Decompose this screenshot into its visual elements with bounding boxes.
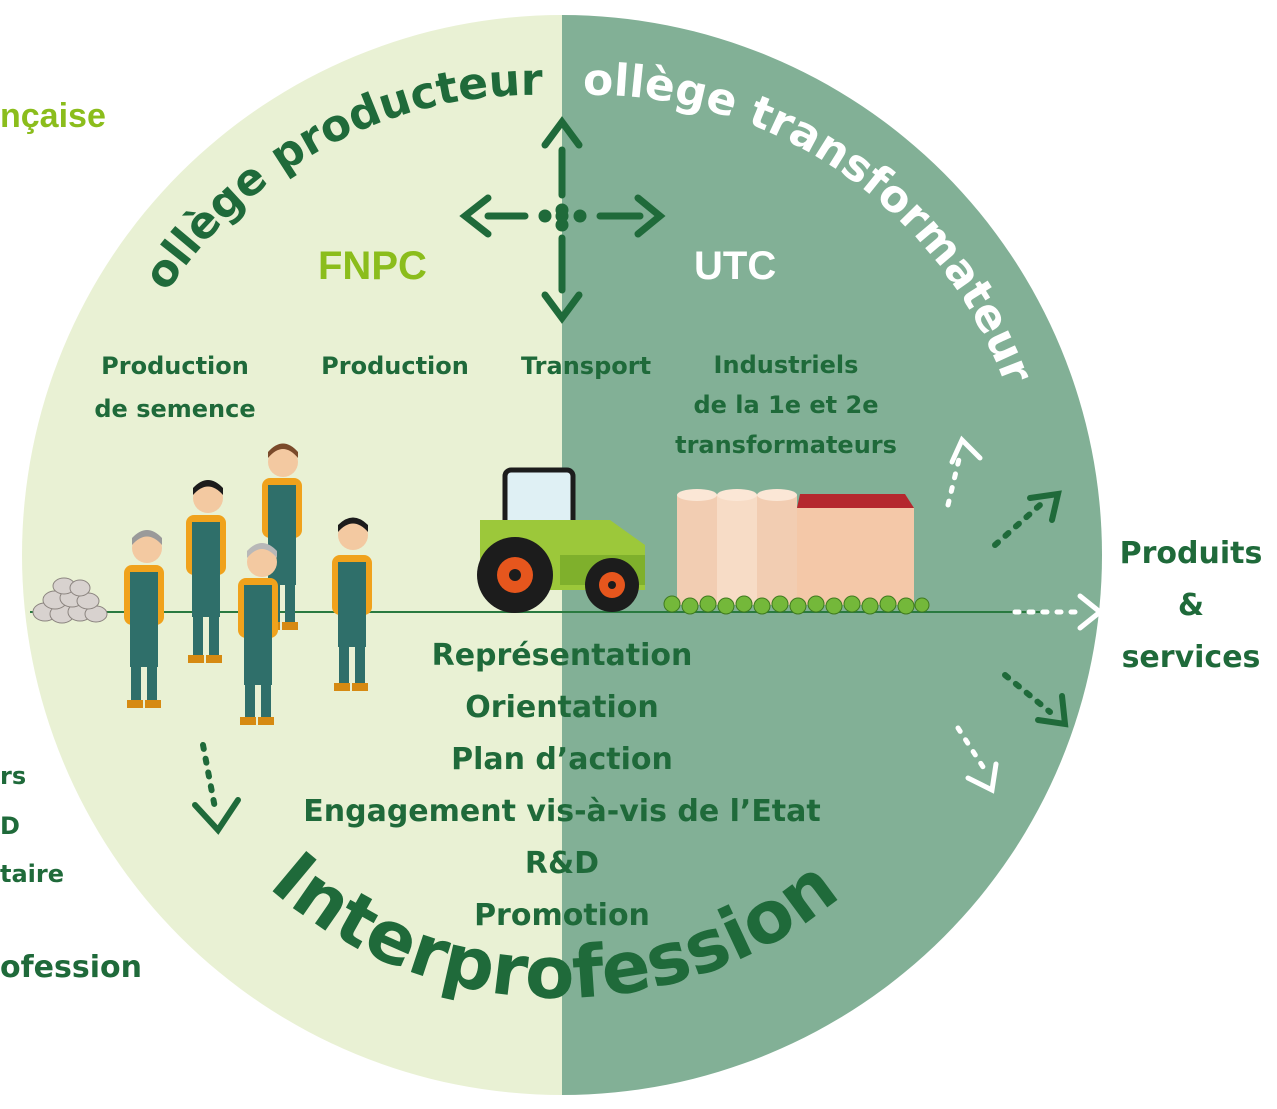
mission-item: Engagement vis-à-vis de l’Etat: [303, 794, 821, 829]
arrow-down-right-1-icon: [955, 725, 988, 773]
mission-item: R&D: [524, 846, 600, 881]
missions-list: Représentation Orientation Plan d’action…: [262, 630, 862, 942]
arrow-down-icon: [200, 742, 218, 811]
left-fragment-2: D: [0, 812, 20, 840]
mission-item: Promotion: [474, 898, 650, 933]
outputs-label: Produits & services: [1119, 536, 1263, 675]
seed-production-label: Production de semence: [94, 352, 256, 423]
seed-pile-icon: [32, 577, 108, 624]
output-arrows: [945, 435, 1105, 794]
arrow-up-right-1-icon: [945, 452, 963, 508]
cross-arrows-icon: [459, 116, 666, 324]
tractor-icon: [477, 467, 645, 613]
utc-label: UTC: [694, 244, 777, 288]
peas-icon: [663, 595, 930, 615]
arrow-down-right-2-icon: [1002, 672, 1053, 715]
left-title-fragment: nçaise: [0, 97, 106, 135]
left-fragment-4: ofession: [0, 950, 142, 985]
left-fragment-1: rs: [0, 762, 27, 790]
mission-item: Représentation: [431, 638, 693, 673]
left-fragment-3: taire: [0, 860, 65, 888]
mission-item: Plan d’action: [451, 742, 673, 777]
transport-label: Transport: [520, 352, 652, 380]
industry-label: Industriels de la 1e et 2e transformateu…: [675, 351, 897, 459]
factory-icon: [677, 489, 914, 605]
mission-item: Orientation: [465, 690, 659, 725]
farmers-group-icon: [124, 443, 372, 725]
production-label: Production: [321, 352, 469, 380]
fnpc-label: FNPC: [318, 244, 427, 288]
green-arrows: [192, 490, 1069, 835]
arrow-up-right-2-icon: [992, 502, 1043, 548]
